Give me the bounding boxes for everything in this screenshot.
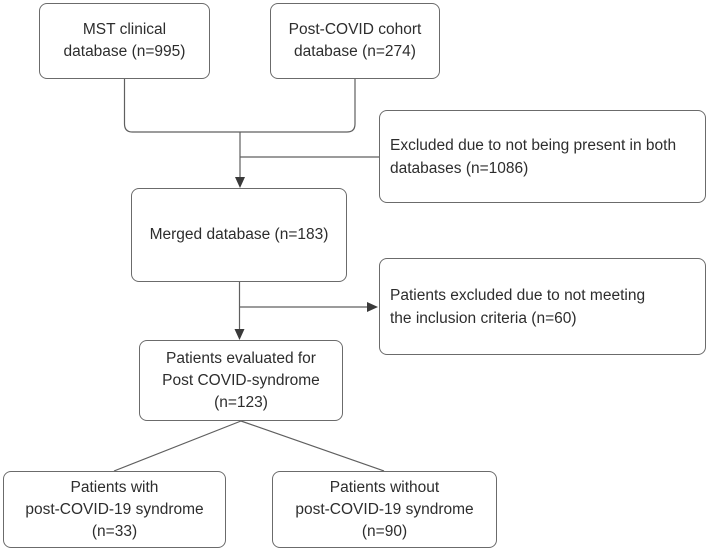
node-line: (n=123) [214, 393, 268, 411]
node-line: (n=90) [361, 522, 408, 540]
arrowhead-down-evaluated [234, 329, 245, 340]
node-without-post-covid-syndrome: Patients without post-COVID-19 syndrome … [272, 471, 497, 548]
arrowhead-down-merged [235, 177, 245, 188]
connector-top-merge [123, 79, 356, 133]
node-line: databases (n=1086) [390, 159, 529, 177]
node-line: Post COVID-syndrome [162, 371, 320, 389]
node-line: Patients with [70, 478, 159, 496]
connector-split-right [240, 420, 385, 472]
node-with-post-covid-syndrome: Patients with post-COVID-19 syndrome (n=… [3, 471, 226, 548]
node-line: post-COVID-19 syndrome [295, 500, 474, 518]
connector-split-left [113, 420, 242, 472]
node-line: Patients without [329, 478, 440, 496]
node-line: (n=33) [91, 522, 138, 540]
node-excluded-inclusion-criteria: Patients excluded due to not meeting the… [379, 258, 706, 355]
node-excluded-not-in-both-databases: Excluded due to not being present in bot… [379, 110, 706, 203]
node-line: post-COVID-19 syndrome [25, 500, 204, 518]
node-line: database (n=274) [294, 43, 416, 60]
node-evaluated-post-covid-syndrome: Patients evaluated for Post COVID-syndro… [139, 340, 343, 421]
node-line: Merged database (n=183) [149, 226, 329, 243]
node-line: database (n=995) [63, 43, 186, 60]
node-postcovid-cohort-database: Post-COVID cohort database (n=274) [270, 3, 440, 79]
node-line: Excluded due to not being present in bot… [390, 136, 677, 154]
node-merged-database: Merged database (n=183) [131, 188, 347, 282]
arrowhead-right-excluded-criteria [367, 302, 378, 312]
node-line: Patients evaluated for [166, 349, 316, 367]
node-line: the inclusion criteria (n=60) [390, 309, 577, 327]
node-line: Patients excluded due to not meeting [390, 286, 646, 304]
node-line: Post-COVID cohort [288, 21, 422, 38]
node-mst-database: MST clinical database (n=995) [39, 3, 210, 79]
node-line: MST clinical [82, 21, 167, 38]
